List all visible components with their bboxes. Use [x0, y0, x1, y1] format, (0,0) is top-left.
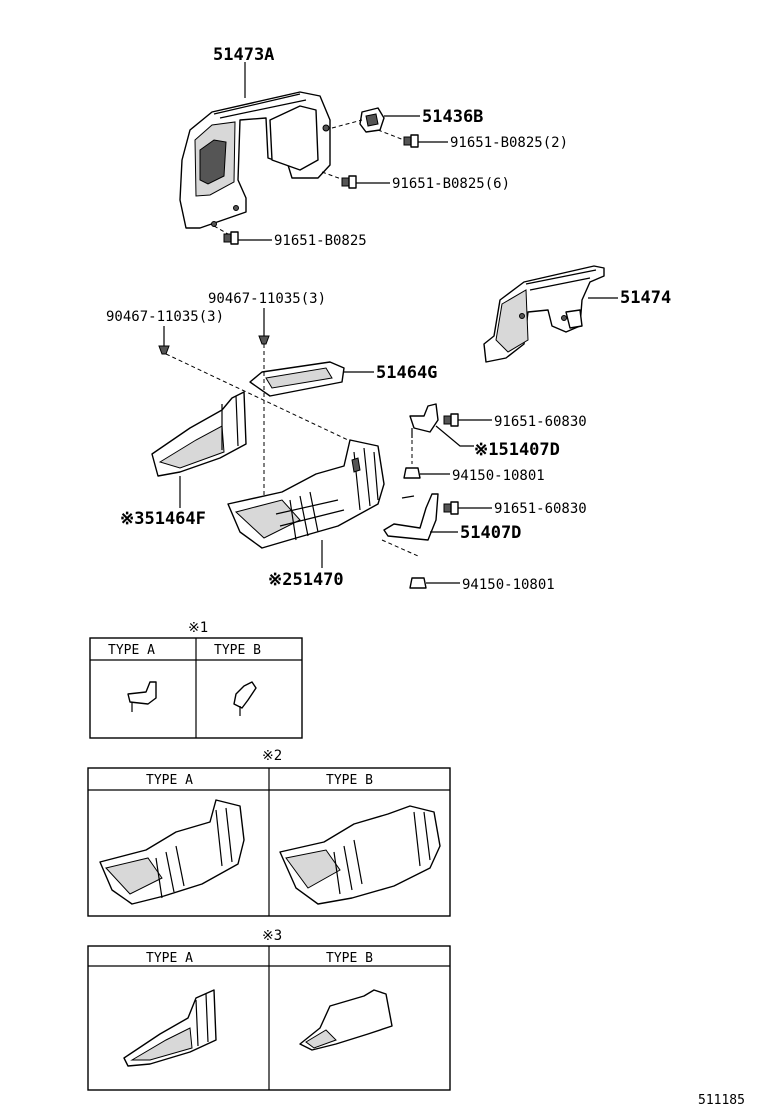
bracket-51407d-upper — [409, 403, 439, 438]
nut-94150-upper — [403, 440, 421, 479]
label-91651-60830-upper: 91651-60830 — [494, 414, 587, 430]
label-51470: ※251470 — [268, 570, 344, 590]
cover-51464f — [151, 391, 247, 477]
bracket-51407d-lower — [383, 493, 439, 541]
dash-assembly-1 — [165, 353, 349, 441]
label-91651-b0825-2: 91651-B0825(2) — [450, 135, 568, 151]
label-91651-b0825-6: 91651-B0825(6) — [392, 176, 510, 192]
label-91651-b0825: 91651-B0825 — [274, 233, 367, 249]
table2-type-b: TYPE B — [326, 773, 373, 788]
table1-bracket-b — [233, 681, 257, 716]
table2-mark: ※2 — [262, 748, 282, 764]
table1-bracket-a — [127, 681, 157, 712]
under-cover-51470 — [227, 439, 385, 549]
label-90467-lower: 90467-11035(3) — [106, 309, 224, 325]
table1-mark: ※1 — [188, 620, 208, 636]
dash-assembly-3 — [381, 539, 419, 557]
bolt-91651-b0825-2 — [377, 129, 419, 148]
table1-type-a: TYPE A — [108, 643, 155, 658]
leader-51407d-upper — [435, 425, 474, 447]
label-94150-lower: 94150-10801 — [462, 577, 555, 593]
table1 — [89, 637, 303, 739]
table1-type-b: TYPE B — [214, 643, 261, 658]
label-51464f: ※351464F — [120, 509, 206, 529]
nut-94150-lower — [409, 577, 427, 589]
table2-cover-a — [99, 799, 245, 905]
bolt-91651-b0825-6 — [321, 171, 357, 189]
label-91651-60830-lower: 91651-60830 — [494, 501, 587, 517]
table3-type-a: TYPE A — [146, 951, 193, 966]
label-90467-upper: 90467-11035(3) — [208, 291, 326, 307]
bolt-91651-60830-upper — [443, 413, 459, 427]
table3-type-b: TYPE B — [326, 951, 373, 966]
label-51473a: 51473A — [213, 45, 274, 65]
table2-cover-b — [279, 805, 441, 905]
dash-51436b — [331, 119, 363, 129]
bolt-91651-60830-lower — [443, 501, 459, 515]
cover-51464g — [249, 361, 345, 397]
fender-liner-51473a — [179, 91, 331, 229]
clip-90467-lower — [158, 345, 170, 355]
table3-cover-b — [299, 989, 393, 1051]
label-51436b: 51436B — [422, 107, 483, 127]
table3-cover-a — [123, 989, 217, 1067]
bolt-91651-b0825 — [213, 225, 239, 245]
label-94150-upper: 94150-10801 — [452, 468, 545, 484]
label-51407d-lower: 51407D — [460, 523, 521, 543]
label-51407d-upper: ※151407D — [474, 440, 560, 460]
shield-51474 — [483, 265, 605, 363]
table3-mark: ※3 — [262, 928, 282, 944]
figure-code: 511185 — [698, 1093, 745, 1108]
table3 — [87, 945, 451, 1091]
table2-type-a: TYPE A — [146, 773, 193, 788]
label-51464g: 51464G — [376, 363, 437, 383]
clip-90467-upper — [258, 335, 270, 345]
label-51474: 51474 — [620, 288, 671, 308]
bracket-51436b — [359, 107, 385, 133]
table2 — [87, 767, 451, 917]
